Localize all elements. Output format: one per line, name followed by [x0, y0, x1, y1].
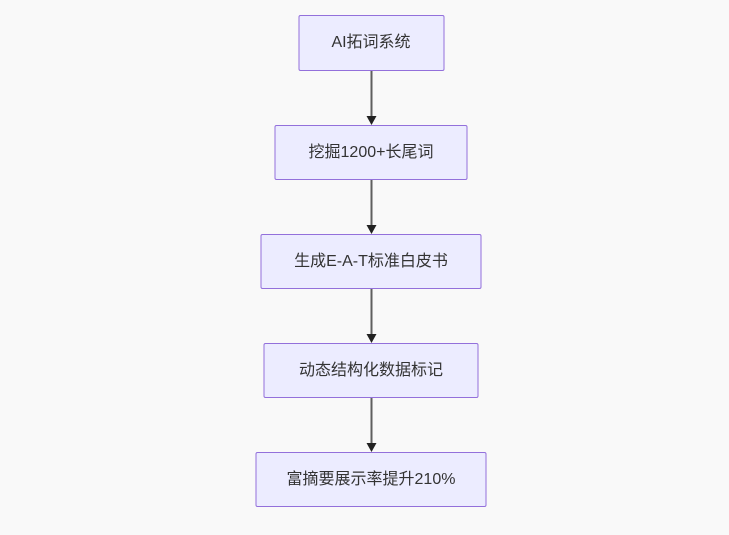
- arrow-connector-4: [366, 398, 376, 452]
- arrowhead-down-icon: [366, 334, 376, 343]
- arrow-connector-1: [366, 71, 376, 125]
- node-label: 富摘要展示率提升210%: [286, 470, 456, 488]
- arrow-line: [370, 289, 372, 335]
- flow-node-structured-data-markup: 动态结构化数据标记: [263, 343, 479, 398]
- flowchart: AI拓词系统 挖掘1200+长尾词 生成E-A-T标准白皮书 动态结构化数据标记…: [255, 15, 487, 507]
- flow-node-rich-snippet-rate: 富摘要展示率提升210%: [255, 452, 487, 507]
- flow-node-longtail-keywords: 挖掘1200+长尾词: [274, 125, 468, 180]
- node-label: 生成E-A-T标准白皮书: [294, 252, 448, 270]
- arrow-line: [370, 180, 372, 226]
- arrow-connector-3: [366, 289, 376, 343]
- arrow-line: [370, 398, 372, 444]
- node-label: 挖掘1200+长尾词: [308, 143, 434, 161]
- flow-node-ai-keyword-system: AI拓词系统: [298, 15, 444, 71]
- arrow-connector-2: [366, 180, 376, 234]
- arrow-line: [370, 71, 372, 117]
- arrowhead-down-icon: [366, 443, 376, 452]
- node-label: AI拓词系统: [331, 34, 411, 51]
- node-label: 动态结构化数据标记: [298, 361, 443, 379]
- arrowhead-down-icon: [366, 225, 376, 234]
- arrowhead-down-icon: [366, 116, 376, 125]
- flow-node-eat-whitepaper: 生成E-A-T标准白皮书: [260, 234, 482, 289]
